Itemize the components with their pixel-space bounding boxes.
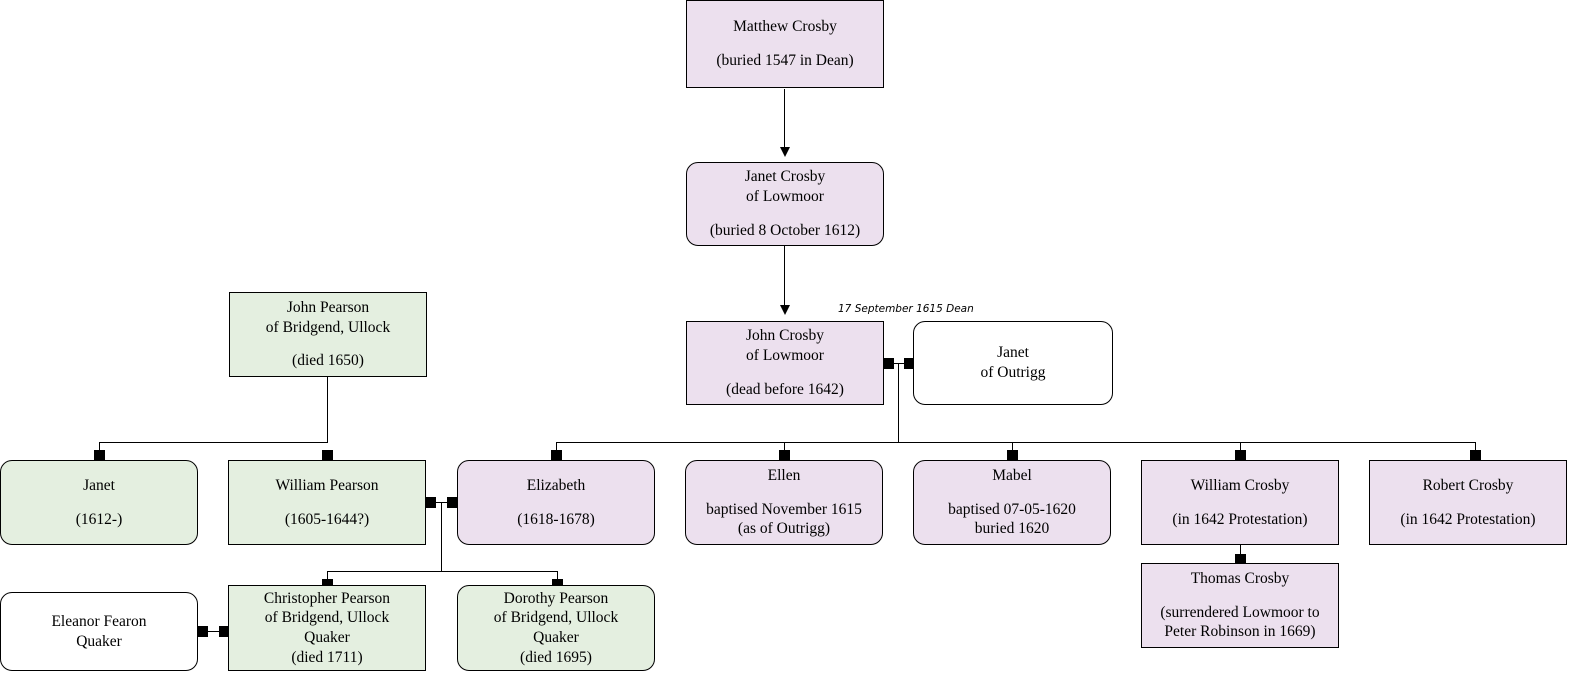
sibling-bar-crosby bbox=[556, 442, 1476, 444]
node-detail: (in 1642 Protestation) bbox=[1400, 510, 1536, 528]
node-detail: baptised 07-05-1620 buried 1620 bbox=[948, 500, 1076, 538]
node-name: Mabel bbox=[992, 466, 1032, 484]
node-detail: (died 1650) bbox=[292, 352, 364, 370]
edge-to-janet-pearson bbox=[99, 442, 101, 456]
node-name: Janet bbox=[83, 476, 115, 494]
edge-marriage-drop-pearson bbox=[441, 502, 443, 572]
node-detail: (in 1642 Protestation) bbox=[1172, 510, 1308, 528]
marriage-label-john-janet: 17 September 1615 Dean bbox=[838, 303, 974, 315]
edge-to-christopher bbox=[327, 571, 329, 585]
child-node-janet-pearson bbox=[94, 450, 105, 461]
node-name: William Crosby bbox=[1190, 476, 1290, 494]
node-detail: baptised November 1615 (as of Outrigg) bbox=[706, 500, 862, 538]
marriage-node-janet-outrigg bbox=[904, 358, 915, 369]
node-dorothy-pearson[interactable]: Dorothy Pearson of Bridgend, Ullock Quak… bbox=[457, 585, 655, 671]
marriage-node-eleanor bbox=[197, 626, 208, 637]
node-christopher-pearson[interactable]: Christopher Pearson of Bridgend, Ullock … bbox=[228, 585, 426, 671]
edge-william-to-thomas bbox=[1240, 545, 1242, 561]
node-name: John Pearson of Bridgend, Ullock bbox=[265, 298, 391, 336]
sibling-bar-pearson bbox=[99, 442, 328, 444]
node-elizabeth[interactable]: Elizabeth (1618-1678) bbox=[457, 460, 655, 545]
edge-matthew-to-janet bbox=[784, 89, 786, 147]
node-name: Janet Crosby of Lowmoor bbox=[744, 168, 826, 206]
child-node-dorothy-pearson bbox=[552, 579, 563, 590]
node-janet-pearson[interactable]: Janet (1612-) bbox=[0, 460, 198, 545]
node-matthew-crosby[interactable]: Matthew Crosby (buried 1547 in Dean) bbox=[686, 0, 884, 88]
child-node-thomas-crosby bbox=[1235, 554, 1246, 565]
node-detail: (1605-1644?) bbox=[284, 510, 370, 528]
sibling-bar-pearson-children bbox=[327, 571, 557, 573]
child-node-ellen bbox=[779, 450, 790, 461]
node-name: Eleanor Fearon Quaker bbox=[51, 612, 147, 650]
node-detail: (buried 8 October 1612) bbox=[709, 221, 861, 239]
node-eleanor-fearon[interactable]: Eleanor Fearon Quaker bbox=[0, 592, 198, 671]
node-janet-outrigg[interactable]: Janet of Outrigg bbox=[913, 321, 1113, 405]
arrowhead-john-crosby bbox=[779, 305, 790, 315]
child-node-mabel bbox=[1007, 450, 1018, 461]
edge-to-mabel bbox=[1012, 442, 1014, 456]
node-name: John Crosby of Lowmoor bbox=[746, 327, 824, 365]
arrowhead-janet-crosby bbox=[779, 147, 790, 157]
edge-to-robert-crosby bbox=[1475, 442, 1477, 456]
edge-janet-to-john bbox=[784, 246, 786, 305]
child-node-elizabeth bbox=[551, 450, 562, 461]
marriage-node-christopher bbox=[219, 626, 230, 637]
node-name: Dorothy Pearson of Bridgend, Ullock Quak… bbox=[493, 589, 619, 666]
child-node-robert-crosby bbox=[1470, 450, 1481, 461]
node-name: Matthew Crosby bbox=[733, 18, 837, 36]
child-node-christopher-pearson bbox=[322, 579, 333, 590]
node-name: Elizabeth bbox=[526, 476, 586, 494]
marriage-node-elizabeth bbox=[447, 497, 458, 508]
node-robert-crosby[interactable]: Robert Crosby (in 1642 Protestation) bbox=[1369, 460, 1567, 545]
node-john-crosby[interactable]: John Crosby of Lowmoor (dead before 1642… bbox=[686, 321, 884, 405]
edge-to-dorothy bbox=[557, 571, 559, 585]
node-william-crosby[interactable]: William Crosby (in 1642 Protestation) bbox=[1141, 460, 1339, 545]
marriage-node-william-pearson bbox=[425, 497, 436, 508]
child-node-william-pearson bbox=[322, 450, 333, 461]
node-william-pearson[interactable]: William Pearson (1605-1644?) bbox=[228, 460, 426, 545]
node-ellen[interactable]: Ellen baptised November 1615 (as of Outr… bbox=[685, 460, 883, 545]
edge-marriage-eleanor-christopher bbox=[199, 631, 229, 633]
node-name: Ellen bbox=[767, 466, 801, 484]
node-detail: (1618-1678) bbox=[517, 510, 595, 528]
node-detail: (surrendered Lowmoor to Peter Robinson i… bbox=[1160, 603, 1320, 641]
node-mabel[interactable]: Mabel baptised 07-05-1620 buried 1620 bbox=[913, 460, 1111, 545]
node-detail: (dead before 1642) bbox=[726, 380, 844, 398]
node-name: Janet of Outrigg bbox=[980, 344, 1046, 381]
node-janet-crosby[interactable]: Janet Crosby of Lowmoor (buried 8 Octobe… bbox=[686, 162, 884, 246]
marriage-node-john bbox=[883, 358, 894, 369]
node-name: William Pearson bbox=[275, 476, 379, 494]
edge-to-ellen bbox=[784, 442, 786, 456]
node-detail: (1612-) bbox=[75, 510, 123, 528]
node-thomas-crosby[interactable]: Thomas Crosby (surrendered Lowmoor to Pe… bbox=[1141, 563, 1339, 648]
node-detail: (buried 1547 in Dean) bbox=[716, 52, 854, 69]
node-name: Christopher Pearson of Bridgend, Ullock … bbox=[263, 589, 391, 666]
edge-to-elizabeth bbox=[556, 442, 558, 456]
node-name: Robert Crosby bbox=[1422, 476, 1514, 494]
edge-to-william-crosby bbox=[1240, 442, 1242, 456]
child-node-william-crosby bbox=[1235, 450, 1246, 461]
node-name: Thomas Crosby bbox=[1190, 569, 1290, 587]
node-john-pearson[interactable]: John Pearson of Bridgend, Ullock (died 1… bbox=[229, 292, 427, 377]
edge-john-pearson-drop bbox=[327, 377, 329, 443]
edge-marriage-drop-crosby bbox=[898, 363, 900, 443]
